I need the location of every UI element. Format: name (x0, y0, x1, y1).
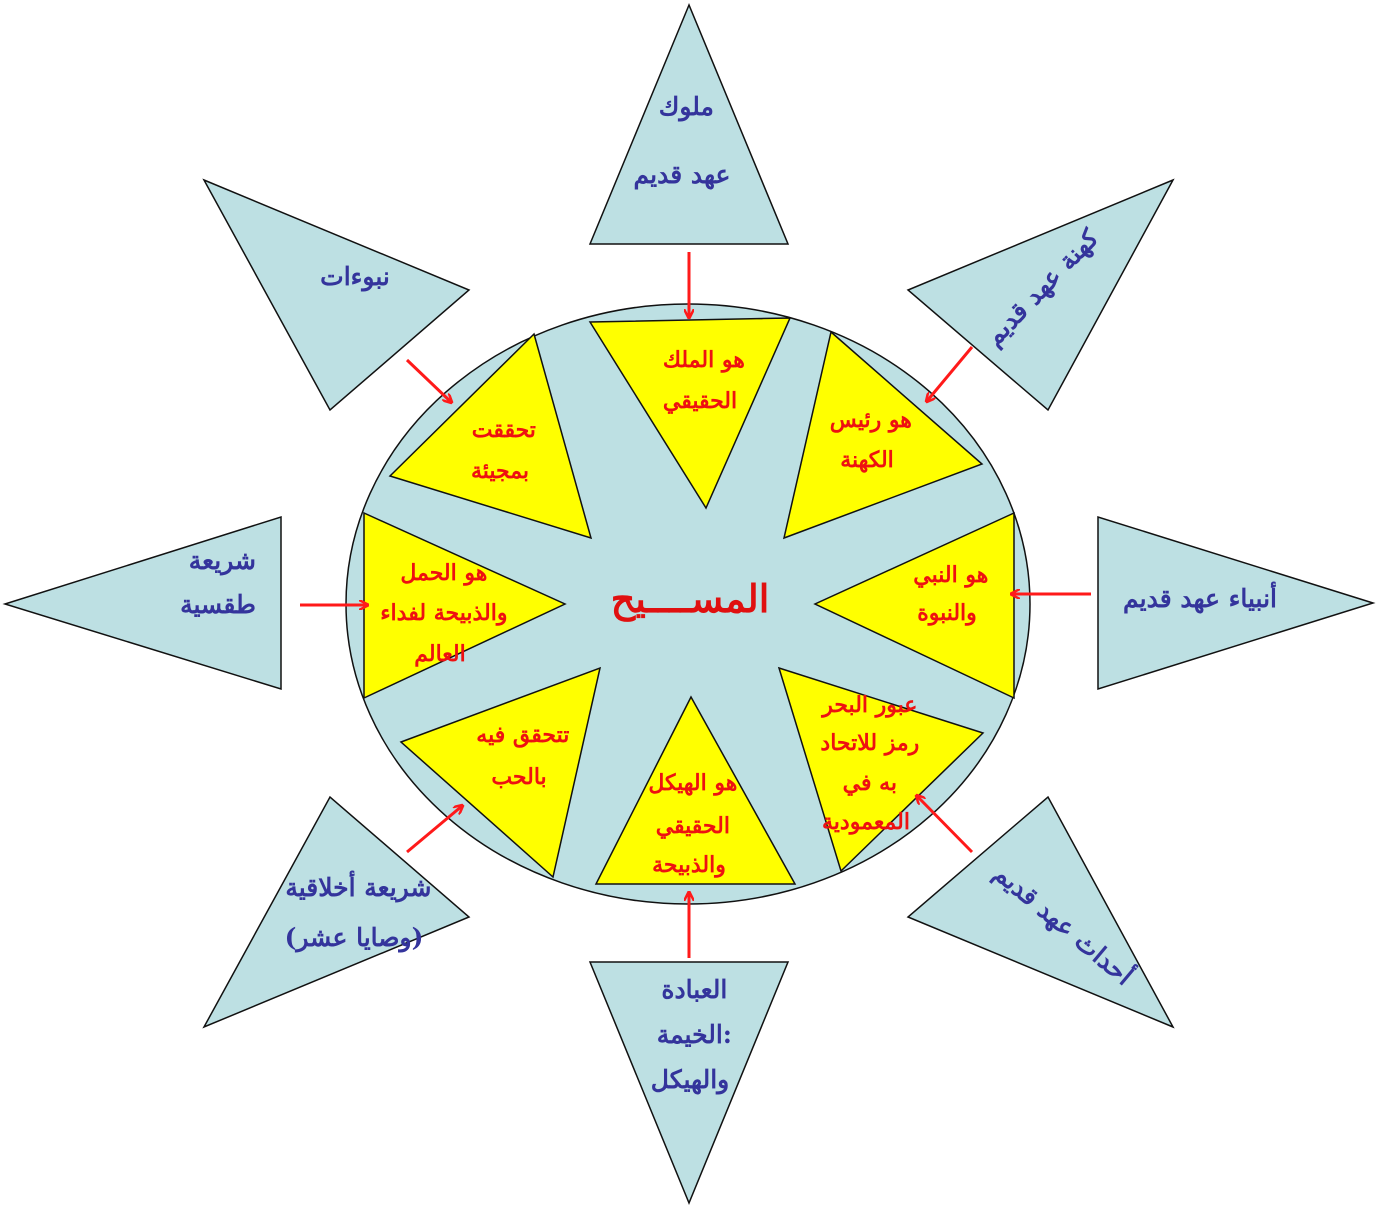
inner-label-baptism-line: عبور البحر (820, 692, 917, 718)
label-kings-line: عهد قديم (634, 160, 731, 190)
inner-label-king-line: الحقيقي (663, 388, 737, 414)
label-worship-line: :الخيمة (657, 1020, 732, 1049)
inner-label-love-line: تتحقق فيه (476, 722, 569, 748)
inner-triangle-fulfilled (388, 332, 593, 540)
inner-triangle-prophet (813, 511, 1015, 700)
inner-label-prophet-line: والنبوة (917, 600, 977, 626)
label-prophets: أنبياء عهد قديم (1123, 580, 1277, 614)
label-moral-law: شريعة أخلاقية (وصايا عشر) (277, 869, 432, 953)
outer-triangle-events (906, 795, 1175, 1029)
outer-triangle-ritual-law (2, 515, 282, 691)
inner-label-lamb: هو الحمل والذبيحة لفداء العالم (373, 560, 508, 667)
inner-triangle-temple (594, 695, 797, 885)
inner-label-high-priest-line: هو رئيس (830, 407, 912, 433)
inner-label-king: هو الملك الحقيقي (655, 347, 745, 414)
center-label: المســــيح (611, 576, 770, 622)
label-ritual-law-line: طقسية (180, 590, 256, 619)
label-prophets-line: أنبياء عهد قديم (1123, 580, 1277, 614)
inner-label-prophet: هو النبي والنبوة (906, 562, 989, 626)
outer-triangle-worship (588, 961, 790, 1205)
label-moral-law-line: شريعة أخلاقية (285, 869, 431, 903)
inner-label-lamb-line: هو الحمل (400, 560, 487, 586)
inner-label-prophet-line: هو النبي (913, 562, 988, 588)
inner-label-temple-line: الحقيقي (656, 813, 730, 839)
outer-triangle-kings (588, 3, 790, 245)
inner-label-temple: هو الهيكل الحقيقي والذبيحة (641, 770, 738, 878)
inner-label-high-priest-line: الكهنة (840, 447, 894, 473)
label-ritual-law-line: شريعة (189, 546, 256, 576)
label-worship: العبادة :الخيمة والهيكل (648, 975, 732, 1095)
outer-triangle-priesthood (906, 178, 1175, 412)
outer-triangle-prophecies (202, 178, 471, 412)
label-kings-line: ملوك (659, 92, 714, 122)
inner-triangle-love (399, 666, 602, 879)
inner-label-fulfilled-line: بمجيئة (471, 458, 529, 484)
inner-label-baptism-line: المعمودية (822, 809, 910, 835)
label-prophecies-line: نبوءات (320, 262, 390, 292)
inner-label-fulfilled: تحققت بمجيئة (464, 417, 536, 484)
arrow-events (917, 796, 974, 854)
label-prophecies: نبوءات (320, 262, 390, 292)
arrow-moral-law (406, 806, 462, 854)
inner-triangle-baptism (777, 666, 985, 873)
outer-triangle-moral-law (202, 795, 471, 1029)
label-moral-law-line: (وصايا عشر) (285, 923, 424, 953)
inner-label-love: تتحقق فيه بالحب (469, 722, 570, 790)
inner-label-baptism-line: رمز للاتحاد (820, 730, 919, 756)
inner-triangle-king (588, 317, 792, 510)
inner-label-temple-line: والذبيحة (652, 852, 726, 878)
inner-label-baptism: عبور البحر رمز للاتحاد به في المعمودية (813, 692, 920, 835)
label-kings: ملوك عهد قديم (634, 92, 731, 190)
inner-label-baptism-line: به في (843, 770, 897, 796)
outer-triangle-prophets (1097, 515, 1376, 691)
inner-label-lamb-line: والذبيحة لفداء (380, 600, 507, 626)
inner-triangle-high-priest (782, 330, 984, 540)
inner-label-fulfilled-line: تحققت (472, 417, 536, 443)
label-ritual-law: شريعة طقسية (180, 546, 256, 619)
inner-label-high-priest: هو رئيس الكهنة (822, 407, 912, 473)
inner-label-king-line: هو الملك (663, 347, 745, 373)
inner-label-temple-line: هو الهيكل (648, 770, 737, 796)
arrow-priesthood (927, 346, 974, 401)
label-worship-line: العبادة (661, 975, 727, 1004)
arrow-prophecies (405, 358, 451, 402)
inner-label-lamb-line: العالم (414, 641, 465, 667)
inner-label-love-line: بالحب (491, 764, 546, 790)
label-worship-line: والهيكل (651, 1065, 729, 1095)
